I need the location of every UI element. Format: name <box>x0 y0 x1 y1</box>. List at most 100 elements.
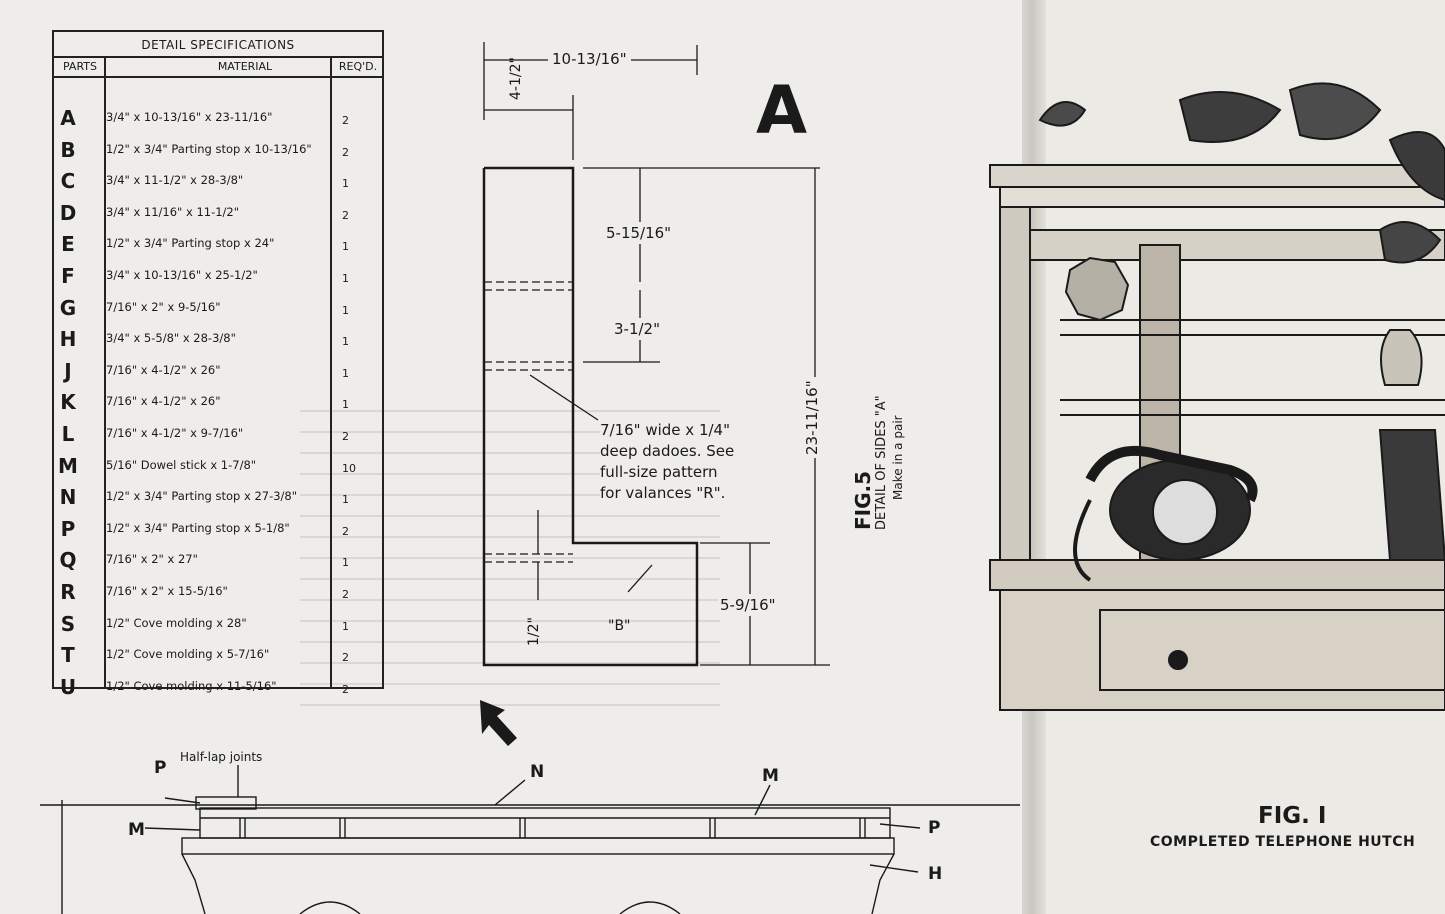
width-dim: 10-13/16" <box>548 50 631 68</box>
part-material: 1/2" Cove molding x 28" <box>106 615 247 630</box>
part-material: 7/16" x 4-1/2" x 26" <box>106 394 221 409</box>
part-material: 1/2" x 3/4" Parting stop x 27-3/8" <box>106 489 298 504</box>
part-qty: 10 <box>342 461 356 475</box>
part-qty: 2 <box>342 145 349 159</box>
dado-note: 7/16" wide x 1/4" deep dadoes. See full-… <box>600 420 735 504</box>
table-row: P 1/2" x 3/4" Parting stop x 5-1/8" 2 <box>54 513 382 544</box>
table-row: U 1/2" Cove molding x 11-5/16" 2 <box>54 671 382 702</box>
part-material: 7/16" x 4-1/2" x 9-7/16" <box>106 426 244 440</box>
part-letter: M <box>58 453 78 478</box>
part-material: 1/2" Cove molding x 5-7/16" <box>106 647 270 662</box>
table-row: D 3/4" x 11/16" x 11-1/2" 2 <box>54 197 382 228</box>
half-dim: 1/2" <box>526 617 542 646</box>
spec-table: DETAIL SPECIFICATIONS PARTS MATERIAL REQ… <box>52 30 384 699</box>
part-qty: 1 <box>342 303 349 317</box>
fig5-letter: A <box>756 72 808 149</box>
part-qty: 1 <box>342 398 349 412</box>
height-dim: 23-11/16" <box>803 377 821 458</box>
divider <box>330 56 332 687</box>
fig5-sub2: Make in a pair <box>891 415 905 500</box>
table-row: K 7/16" x 4-1/2" x 26" 1 <box>54 386 382 417</box>
table-row: T 1/2" Cove molding x 5-7/16" 2 <box>54 639 382 670</box>
part-material: 7/16" x 2" x 27" <box>106 552 198 567</box>
part-material: 1/2" x 3/4" Parting stop x 24" <box>106 236 275 251</box>
part-material: 3/4" x 11/16" x 11-1/2" <box>106 204 240 219</box>
down-arrow-icon <box>480 700 517 746</box>
part-material: 7/16" x 4-1/2" x 26" <box>106 362 221 377</box>
table-row: E 1/2" x 3/4" Parting stop x 24" 1 <box>54 228 382 259</box>
b-label: "B" <box>608 618 631 634</box>
part-material: 7/16" x 2" x 9-5/16" <box>106 299 221 314</box>
part-letter: F <box>61 264 75 288</box>
side-a-outline <box>482 166 699 667</box>
part-material: 3/4" x 10-13/16" x 25-1/2" <box>106 268 258 282</box>
part-letter: B <box>60 137 76 162</box>
part-qty: 2 <box>342 114 349 127</box>
part-material: 1/2" x 3/4" Parting stop x 5-1/8" <box>106 520 290 535</box>
col-reqd: REQ'D. <box>332 56 384 78</box>
part-qty: 2 <box>342 430 349 443</box>
part-letter: D <box>59 200 77 225</box>
table-row: N 1/2" x 3/4" Parting stop x 27-3/8" 1 <box>54 481 382 512</box>
label-m: M <box>762 766 779 786</box>
part-material: 7/16" x 2" x 15-5/16" <box>106 584 228 598</box>
table-row: C 3/4" x 11-1/2" x 28-3/8" 1 <box>54 165 382 196</box>
col-parts: PARTS <box>54 56 106 78</box>
part-qty: 2 <box>342 682 349 696</box>
part-qty: 1 <box>342 177 349 191</box>
table-row: F 3/4" x 10-13/16" x 25-1/2" 1 <box>54 260 382 291</box>
part-letter: J <box>64 358 72 383</box>
label-p: P <box>928 818 941 838</box>
part-material: 5/16" Dowel stick x 1-7/8" <box>106 457 257 472</box>
note-line: deep dadoes. See <box>600 442 735 460</box>
fig5-sub1: DETAIL OF SIDES "A" <box>874 395 889 530</box>
part-letter: A <box>60 106 76 130</box>
label-p: P <box>154 758 167 778</box>
part-qty: 1 <box>342 619 349 633</box>
part-letter: S <box>60 611 76 636</box>
seg2-dim: 3-1/2" <box>612 318 662 340</box>
bottom-dim: 5-9/16" <box>718 594 778 616</box>
part-letter: C <box>60 169 76 194</box>
fig5-title: FIG.5 <box>851 470 875 530</box>
part-letter: T <box>61 643 75 668</box>
part-qty: 1 <box>342 493 349 507</box>
note-line: 7/16" wide x 1/4" <box>600 421 730 439</box>
part-qty: 2 <box>342 651 349 665</box>
half-lap-label: Half-lap joints <box>180 750 263 764</box>
part-letter: H <box>59 327 77 352</box>
table-row: M 5/16" Dowel stick x 1-7/8" 10 <box>54 450 382 481</box>
note-line: full-size pattern <box>600 463 718 481</box>
part-qty: 1 <box>342 272 349 285</box>
spec-table-title: DETAIL SPECIFICATIONS <box>54 32 382 58</box>
part-qty: 1 <box>342 335 349 349</box>
part-qty: 2 <box>342 524 349 538</box>
note-line: for valances "R". <box>600 484 726 502</box>
part-qty: 1 <box>342 240 349 254</box>
seg1-dim: 5-15/16" <box>604 222 674 244</box>
fig1-caption: COMPLETED TELEPHONE HUTCH <box>1150 834 1416 850</box>
part-qty: 2 <box>342 588 349 601</box>
label-n: N <box>530 762 545 782</box>
part-letter: P <box>60 516 76 541</box>
part-qty: 1 <box>342 556 349 570</box>
notch-dim: 4-1/2" <box>508 57 524 100</box>
table-row: A 3/4" x 10-13/16" x 23-11/16" 2 <box>54 102 382 133</box>
part-letter: U <box>59 674 77 699</box>
part-letter: N <box>59 485 77 510</box>
part-qty: 2 <box>342 208 349 222</box>
fig5-caption: FIG.5 DETAIL OF SIDES "A" Make in a pair <box>851 330 906 530</box>
part-letter: K <box>60 390 76 415</box>
part-material: 1/2" Cove molding x 11-5/16" <box>106 678 277 693</box>
part-letter: E <box>61 232 75 257</box>
part-material: 3/4" x 10-13/16" x 23-11/16" <box>106 110 273 124</box>
part-letter: R <box>60 580 76 604</box>
part-letter: G <box>59 295 77 320</box>
label-m: M <box>128 820 145 840</box>
part-material: 3/4" x 11-1/2" x 28-3/8" <box>106 173 244 188</box>
divider <box>104 56 106 687</box>
